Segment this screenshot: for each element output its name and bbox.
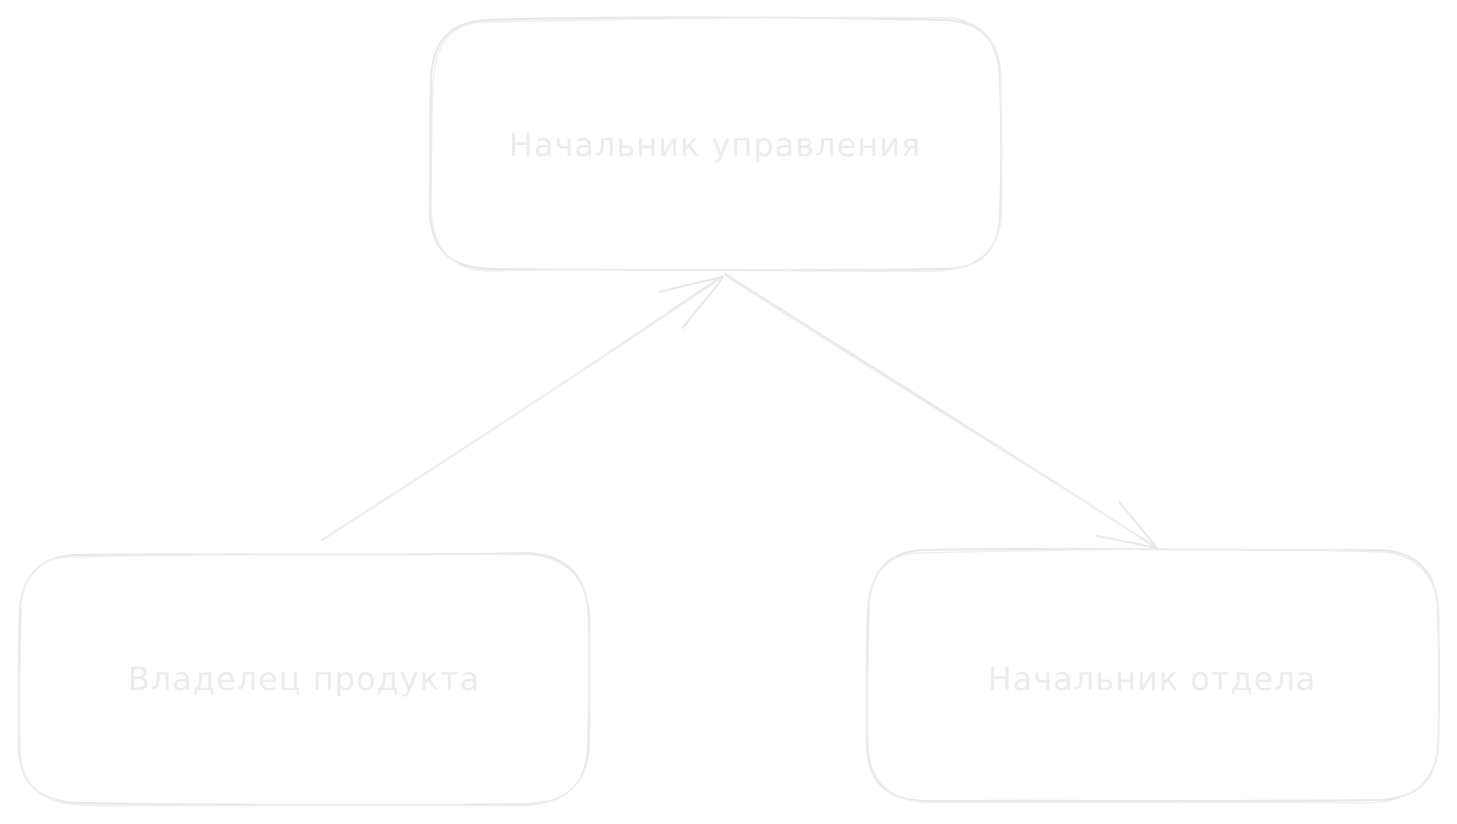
node-label: Владелец продукта (128, 660, 480, 698)
edge-line (321, 275, 723, 541)
arrowhead-icon (659, 276, 724, 329)
edge-line-sketch (325, 279, 720, 539)
node-box-sketch (430, 16, 1003, 272)
arrowhead-icon (1096, 501, 1158, 549)
node-box-sketch (867, 548, 1440, 804)
node-label: Начальник управления (509, 126, 921, 164)
node-head-of-management[interactable]: Начальник управления (429, 16, 1003, 272)
edge-product-owner-to-head-of-management[interactable] (321, 275, 724, 541)
node-box-sketch (19, 553, 591, 807)
node-product-owner[interactable]: Владелец продукта (18, 552, 591, 807)
node-label: Начальник отдела (988, 660, 1317, 698)
node-head-of-department[interactable]: Начальник отдела (866, 547, 1441, 804)
edge-line-sketch (728, 277, 1156, 547)
node-box (429, 16, 1003, 272)
edge-head-of-management-to-head-of-department[interactable] (724, 273, 1159, 550)
